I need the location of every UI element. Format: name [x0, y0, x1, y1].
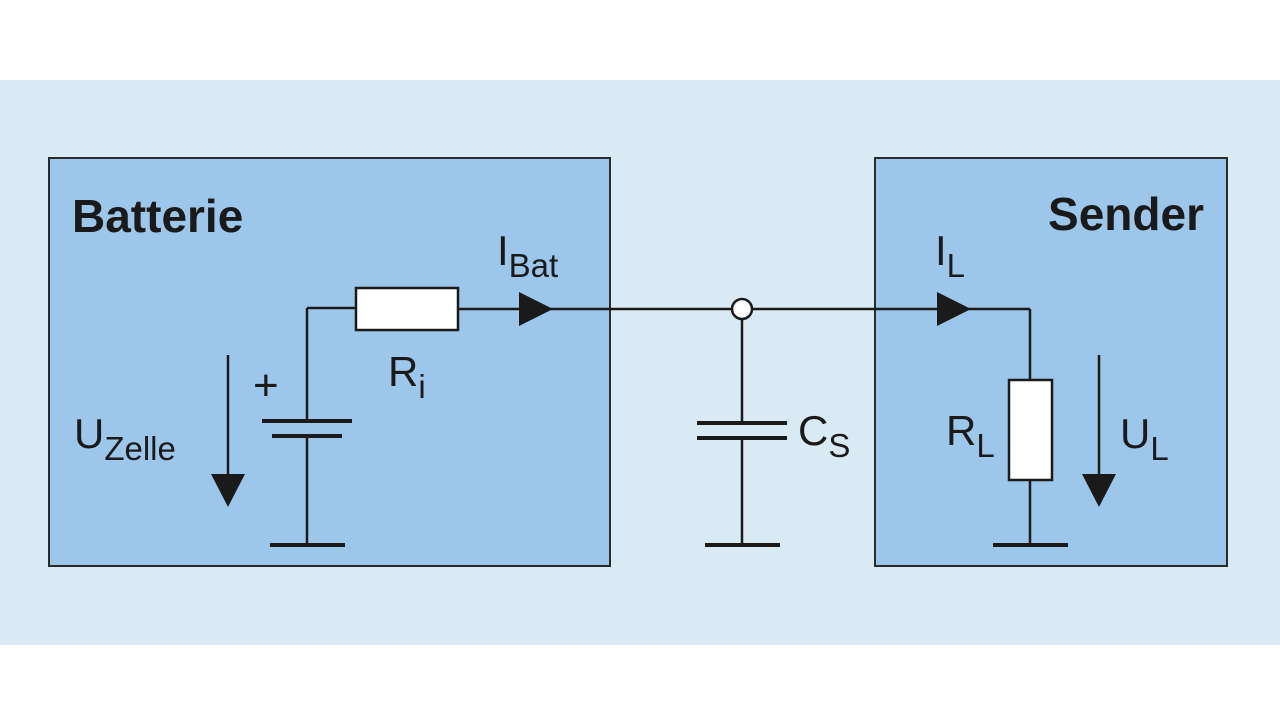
battery-current-label: IBat [497, 227, 558, 284]
battery-title: Batterie [72, 190, 243, 242]
load-resistor-label: RL [946, 407, 995, 464]
positive-terminal-sign: + [253, 361, 279, 410]
internal-resistor-label: Ri [388, 348, 426, 405]
cell-voltage-label: UZelle [74, 410, 176, 467]
internal-resistor [354, 286, 460, 332]
cell-voltage-arrow [211, 355, 245, 507]
junction-node [730, 297, 754, 321]
buffer-capacitor [697, 309, 787, 547]
battery-block: Batterie UZelle + Ri IBat [48, 157, 611, 567]
load-resistor [1007, 378, 1054, 482]
load-voltage-label: UL [1120, 410, 1169, 467]
load-current-label: IL [935, 227, 965, 284]
sender-title: Sender [1048, 188, 1204, 240]
load-voltage-arrow [1082, 355, 1116, 507]
sender-block: Sender IL RL UL [874, 157, 1228, 567]
battery-cell-symbol [262, 308, 352, 547]
capacitor-label: CS [798, 407, 850, 464]
